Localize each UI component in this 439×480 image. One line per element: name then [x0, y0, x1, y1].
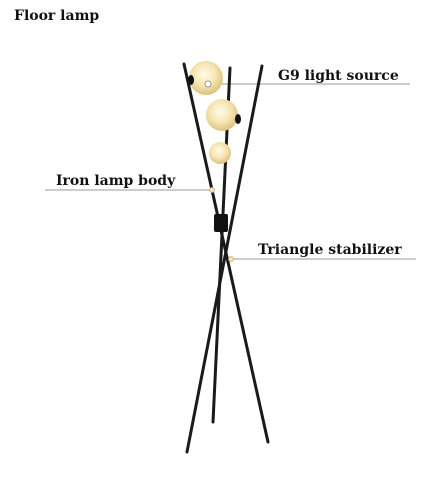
globe-holder-middle: [235, 114, 241, 124]
globe-middle: [206, 99, 238, 131]
marker-light-source: [204, 80, 212, 88]
globe-holder-top: [188, 75, 194, 85]
lamp-rod-right: [185, 64, 264, 454]
globe-bottom: [209, 142, 231, 164]
callout-lamp-body: Iron lamp body: [56, 173, 176, 189]
marker-lamp-body: [209, 187, 215, 193]
diagram-title: Floor lamp: [14, 8, 100, 24]
globe-top: [189, 61, 223, 95]
rod-connector: [214, 214, 228, 232]
callout-stabilizer: Triangle stabilizer: [258, 242, 402, 258]
marker-stabilizer: [228, 256, 234, 262]
callout-light-source: G9 light source: [278, 68, 399, 84]
